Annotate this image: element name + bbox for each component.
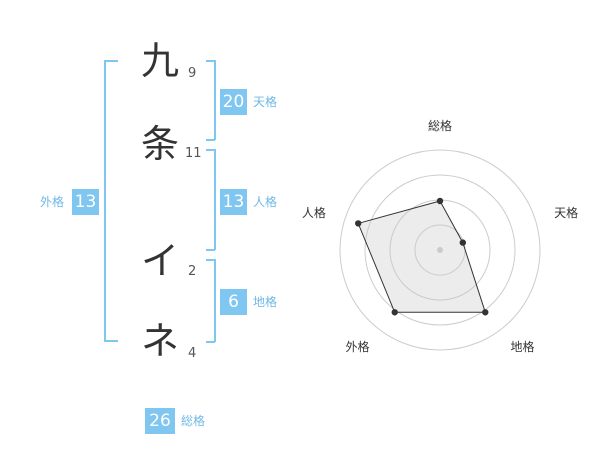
soukaku-value: 26 (145, 408, 175, 434)
name-char-1: 九 (140, 39, 179, 83)
radar-point-4 (391, 309, 398, 316)
radar-axis-label: 人格 (302, 205, 326, 220)
chikaku-label: 地格 (253, 295, 278, 309)
stroke-count-2: 11 (185, 146, 202, 161)
name-char-3: イ (140, 239, 179, 283)
radar-axis-label: 地格 (511, 339, 535, 354)
radar-grid-ring (364, 174, 516, 326)
jinkaku-value: 13 (220, 189, 247, 215)
gaikaku-value: 13 (72, 189, 99, 215)
gaikaku-label: 外格 (40, 195, 65, 209)
soukaku-label: 総格 (181, 414, 206, 428)
radar-center-dot (437, 247, 443, 253)
radar-point-1 (436, 197, 444, 205)
radar-point-3 (482, 309, 489, 316)
radar-point-5 (355, 220, 362, 227)
stroke-count-4: 4 (188, 346, 197, 361)
radar-axis-label: 天格 (554, 205, 578, 220)
radar-axis-label: 外格 (345, 339, 369, 354)
radar-axis-label: 総格 (428, 118, 452, 133)
radar-series-area (357, 200, 486, 313)
stroke-count-1: 9 (188, 66, 197, 81)
name-char-2: 条 (140, 122, 179, 166)
radar-grid-ring (339, 149, 541, 351)
tenkaku-label: 天格 (253, 95, 278, 109)
chikaku-value: 6 (220, 289, 247, 315)
tenkaku-value: 20 (220, 89, 247, 115)
name-char-4: ネ (140, 319, 179, 363)
jinkaku-label: 人格 (253, 195, 278, 209)
radar-point-2 (459, 239, 467, 246)
stroke-count-3: 2 (188, 264, 197, 279)
